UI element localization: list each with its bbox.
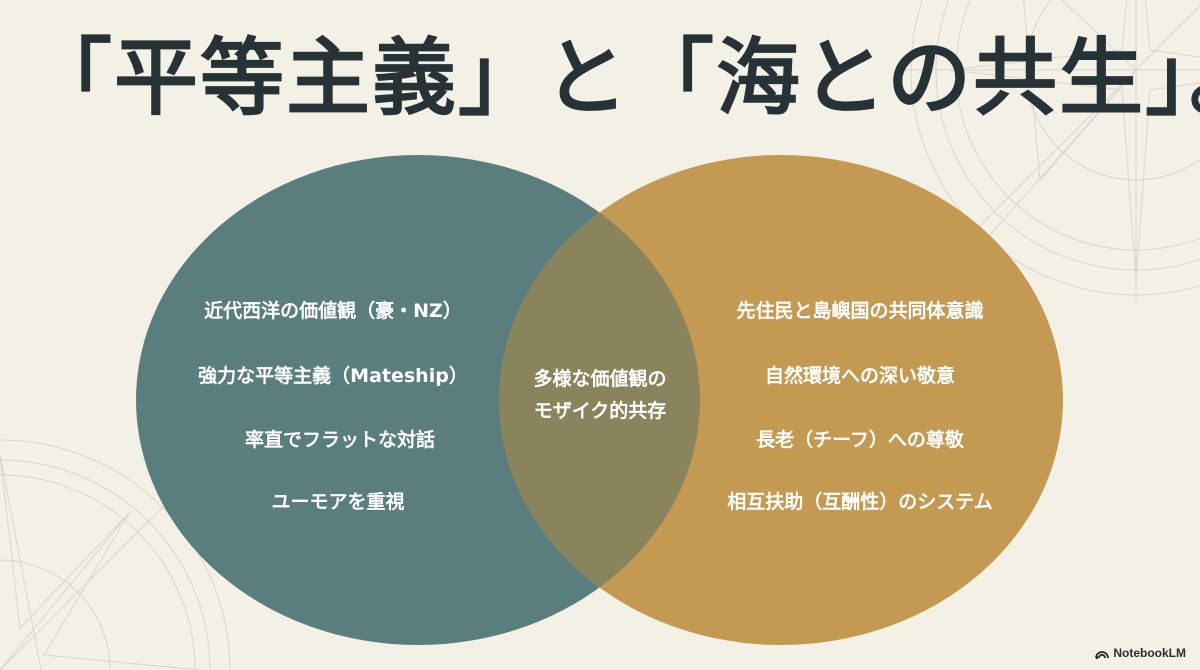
left-item-1: 近代西洋の価値観（豪・NZ）	[204, 300, 462, 322]
center-line-2: モザイク的共存	[533, 400, 667, 422]
overlap-region	[499, 155, 700, 645]
right-item-4: 相互扶助（互酬性）のシステム	[727, 491, 993, 513]
slide-title: 「平等主義」と「海との共生」。	[28, 28, 1200, 127]
right-item-3: 長老（チーフ）への尊敬	[756, 429, 964, 451]
left-item-2: 強力な平等主義（Mateship）	[198, 365, 468, 387]
center-line-1: 多様な価値観の	[533, 368, 667, 390]
right-item-2: 自然環境への深い敬意	[764, 365, 956, 387]
notebooklm-icon	[1095, 650, 1110, 659]
brand-label: NotebookLM	[1113, 646, 1186, 660]
notebooklm-brand: NotebookLM	[1095, 646, 1186, 660]
left-item-3: 率直でフラットな対話	[244, 429, 436, 451]
left-item-4: ユーモアを重視	[271, 491, 405, 513]
right-item-1: 先住民と島嶼国の共同体意識	[736, 300, 984, 322]
